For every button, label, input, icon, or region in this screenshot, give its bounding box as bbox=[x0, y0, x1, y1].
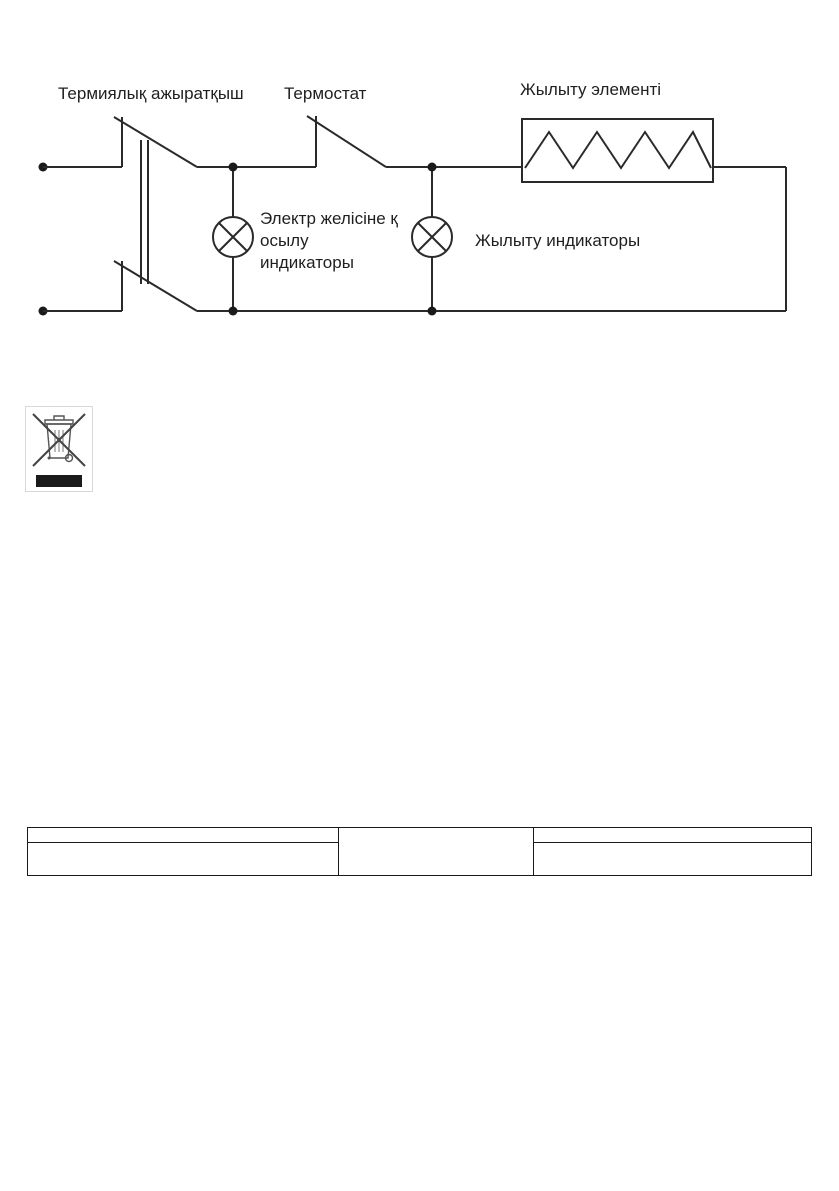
thermal-cutoff-switch bbox=[38, 116, 198, 316]
info-table bbox=[27, 827, 812, 876]
wiring-diagram: Термиялық ажыратқыш Термостат Жылыту эле… bbox=[38, 80, 787, 316]
table-cell bbox=[338, 827, 534, 876]
thermostat-switch bbox=[306, 115, 522, 168]
table-row bbox=[27, 827, 812, 876]
table-row bbox=[27, 842, 812, 876]
crossed-out-wheelie-bin-icon bbox=[25, 406, 93, 492]
power-indicator-label-line1: Электр желісіне қ bbox=[260, 209, 398, 228]
table-cell bbox=[27, 827, 339, 843]
table-cell bbox=[533, 827, 812, 843]
heating-element bbox=[521, 118, 787, 311]
heating-element-label: Жылыту элементі bbox=[520, 80, 661, 99]
power-indicator-lamp bbox=[212, 162, 254, 316]
thermostat-label: Термостат bbox=[284, 84, 367, 103]
thermal-cutoff-label: Термиялық ажыратқыш bbox=[58, 84, 244, 103]
table-cell bbox=[27, 842, 339, 876]
table-cell bbox=[533, 842, 812, 876]
heating-indicator-label: Жылыту индикаторы bbox=[475, 231, 640, 250]
heating-indicator-lamp bbox=[411, 162, 453, 316]
power-indicator-label-line2: осылу bbox=[260, 231, 309, 250]
power-indicator-label-line3: индикаторы bbox=[260, 253, 354, 272]
